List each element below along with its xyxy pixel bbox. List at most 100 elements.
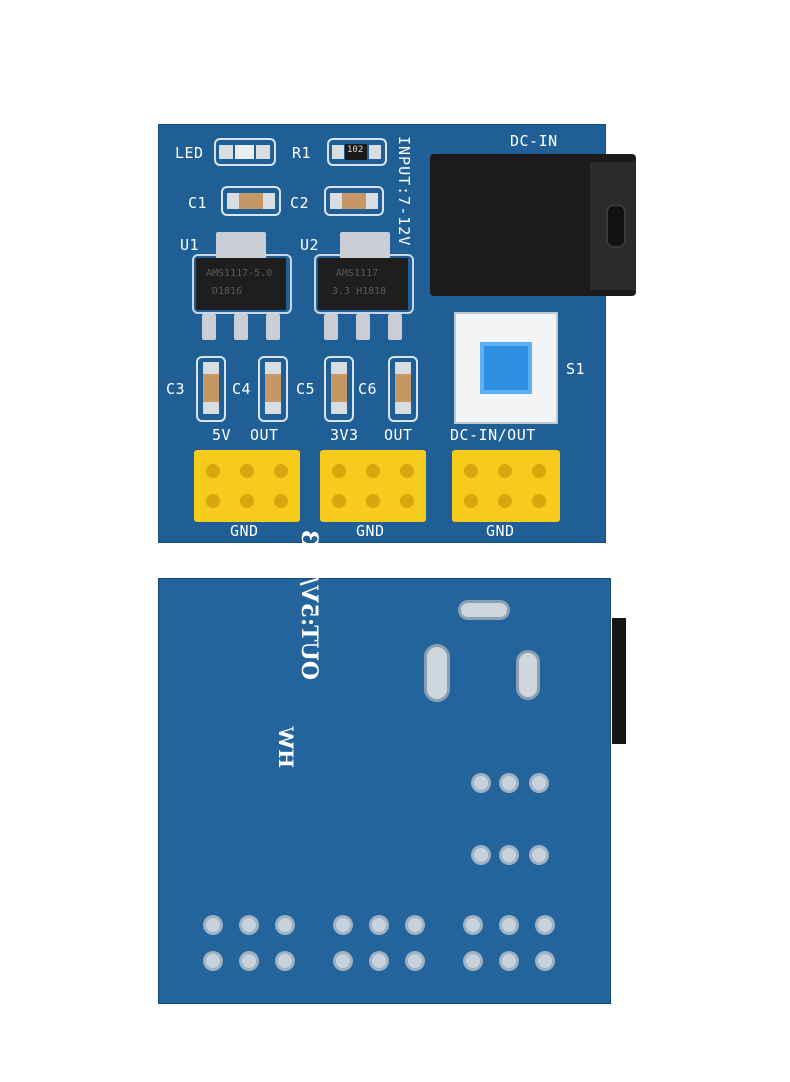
capacitor-c6 — [388, 356, 418, 422]
u1-pin-3 — [266, 314, 280, 340]
power-switch[interactable] — [454, 312, 558, 424]
through-hole — [502, 776, 516, 790]
led-pad-right — [256, 145, 270, 159]
capacitor-c5 — [324, 356, 354, 422]
header-hole — [538, 954, 552, 968]
c2-body — [342, 193, 366, 209]
dc-jack — [430, 154, 636, 296]
u2-heat-tab — [340, 232, 390, 262]
c6-end-top — [395, 362, 411, 374]
header-5v-pin — [274, 494, 288, 508]
header-5v-pin — [274, 464, 288, 478]
label-output: OUT:5V/3V3 — [296, 529, 322, 680]
label-u2: U2 — [300, 236, 320, 254]
label-3v3: 3V3 — [330, 426, 359, 444]
header-3v3-pin — [400, 494, 414, 508]
header-5v-pin — [240, 494, 254, 508]
header-3v3-pin — [332, 464, 346, 478]
label-5v: 5V — [212, 426, 232, 444]
led-body — [235, 145, 254, 159]
c5-end-top — [331, 362, 347, 374]
label-gnd-2: GND — [356, 522, 385, 540]
header-hole — [466, 918, 480, 932]
dc-jack-edge — [612, 618, 626, 744]
c2-end-right — [366, 193, 378, 209]
header-3v3[interactable] — [320, 450, 426, 522]
header-hole — [538, 918, 552, 932]
header-hole — [466, 954, 480, 968]
through-hole — [532, 848, 546, 862]
label-c4: C4 — [232, 380, 252, 398]
header-3v3-pin — [400, 464, 414, 478]
c6-end-bottom — [395, 402, 411, 414]
r1-code: 102 — [347, 145, 364, 155]
u2-body: AMS1117 3.3 H1818 — [318, 258, 408, 310]
label-dc-in-out: DC-IN/OUT — [450, 426, 536, 444]
header-3v3-pin — [366, 464, 380, 478]
header-5v-pin — [206, 464, 220, 478]
header-hole — [408, 918, 422, 932]
u2-pin-2 — [356, 314, 370, 340]
c1-body — [239, 193, 263, 209]
label-hw: HW — [274, 726, 298, 768]
r1-pad-right — [369, 145, 381, 159]
through-hole — [532, 776, 546, 790]
header-5v-pin — [240, 464, 254, 478]
c6-body — [395, 374, 411, 402]
header-dc-pin — [498, 464, 512, 478]
header-hole — [502, 954, 516, 968]
r1-body: 102 — [345, 144, 367, 160]
label-c5: C5 — [296, 380, 316, 398]
header-5v[interactable] — [194, 450, 300, 522]
header-hole — [336, 918, 350, 932]
through-hole — [502, 848, 516, 862]
c4-body — [265, 374, 281, 402]
label-s1: S1 — [566, 360, 586, 378]
c4-end-bottom — [265, 402, 281, 414]
label-dc-in: DC-IN — [510, 132, 558, 150]
header-hole — [336, 954, 350, 968]
header-hole — [206, 954, 220, 968]
header-hole — [372, 918, 386, 932]
switch-button[interactable] — [480, 342, 532, 394]
u2-pin-1 — [324, 314, 338, 340]
resistor-r1: 102 — [327, 138, 387, 166]
header-hole — [278, 918, 292, 932]
header-dc[interactable] — [452, 450, 560, 522]
pcb-top-view: LED R1 102 C1 C2 U1 AMS1117-5.0 D1816 U2 — [158, 124, 636, 543]
u2-marking: AMS1117 — [336, 268, 379, 279]
c3-end-top — [203, 362, 219, 374]
led-pad-left — [219, 145, 233, 159]
c1-end-left — [227, 193, 239, 209]
solder-slot-left — [424, 644, 450, 702]
label-r1: R1 — [292, 144, 312, 162]
u1-code: D1816 — [212, 286, 243, 297]
label-3v3-out: OUT — [384, 426, 413, 444]
capacitor-c4 — [258, 356, 288, 422]
header-3v3-pin — [332, 494, 346, 508]
header-hole — [242, 954, 256, 968]
label-c6: C6 — [358, 380, 378, 398]
header-3v3-pin — [366, 494, 380, 508]
c5-body — [331, 374, 347, 402]
header-dc-pin — [464, 464, 478, 478]
header-5v-pin — [206, 494, 220, 508]
label-5v-out: OUT — [250, 426, 279, 444]
header-hole — [242, 918, 256, 932]
header-dc-pin — [532, 494, 546, 508]
label-c3: C3 — [166, 380, 186, 398]
c2-end-left — [330, 193, 342, 209]
through-hole — [474, 848, 488, 862]
c3-body — [203, 374, 219, 402]
label-led: LED — [175, 144, 204, 162]
pcb-bottom-view: HW OUT:5V/3V3 — [158, 530, 626, 1004]
label-input: INPUT:7-12V — [395, 136, 413, 247]
through-hole — [474, 776, 488, 790]
header-dc-pin — [532, 464, 546, 478]
solder-slot-right — [516, 650, 540, 700]
r1-pad-left — [332, 145, 344, 159]
label-u1: U1 — [180, 236, 200, 254]
header-hole — [206, 918, 220, 932]
u1-pin-1 — [202, 314, 216, 340]
c5-end-bottom — [331, 402, 347, 414]
